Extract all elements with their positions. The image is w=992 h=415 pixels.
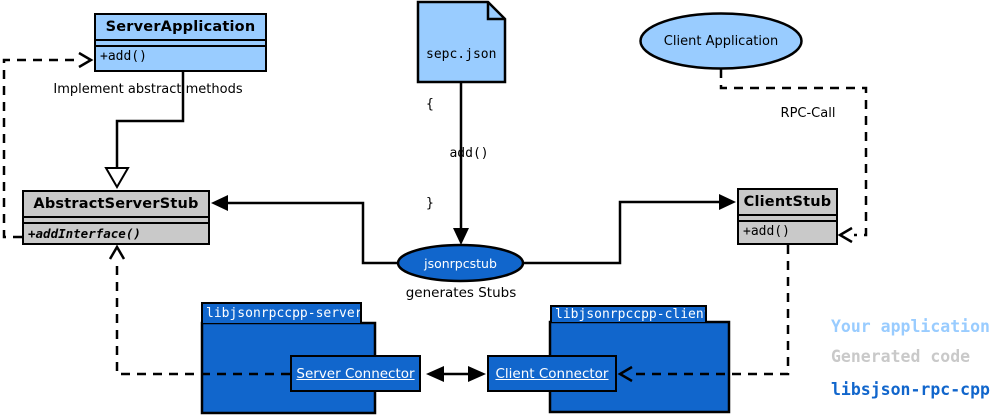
client-application-ellipse bbox=[639, 12, 803, 70]
spec-note-shape bbox=[416, 0, 507, 84]
legend-generated-code: Generated code bbox=[831, 347, 971, 366]
triangle-arrowhead-to-abstract-stub bbox=[104, 167, 130, 189]
jsonrpcstub-ellipse bbox=[396, 243, 525, 283]
client-package-tab: libjsonrpccpp-client bbox=[550, 305, 707, 322]
inheritance-line bbox=[115, 72, 185, 168]
server-connector-label: Server Connector bbox=[296, 365, 415, 382]
rpc-call-dashed-line bbox=[719, 69, 868, 237]
abstract-server-stub-attr-section bbox=[24, 218, 208, 224]
implement-abstract-methods-label: Implement abstract methods bbox=[53, 82, 243, 97]
open-arrowhead-to-server-application bbox=[78, 51, 94, 69]
spec-note-line: } bbox=[426, 195, 434, 211]
spec-note-line: sepc.json bbox=[426, 47, 497, 62]
server-package-tab: libjsonrpccpp-server bbox=[201, 302, 362, 323]
spec-note-text: sepc.json { add() } bbox=[426, 14, 496, 245]
generates-server-stub-line bbox=[228, 201, 400, 265]
filled-arrowhead-to-jsonrpcstub bbox=[453, 228, 469, 245]
server-application-title: ServerApplication bbox=[96, 15, 265, 41]
client-connector-box: Client Connector bbox=[487, 355, 617, 392]
open-arrowhead-to-client-connector bbox=[617, 365, 633, 383]
filled-arrowhead-left bbox=[426, 366, 444, 382]
filled-arrowhead-right bbox=[468, 366, 486, 382]
spec-note-line: { bbox=[426, 96, 434, 112]
rpc-call-label: RPC-Call bbox=[780, 106, 836, 121]
dashed-implement-line bbox=[2, 58, 80, 239]
filled-arrowhead-to-abstract-stub bbox=[211, 195, 228, 211]
abstract-server-stub-method: +addInterface() bbox=[28, 225, 141, 241]
generates-client-stub-line bbox=[522, 200, 719, 265]
legend-your-application: Your application bbox=[831, 317, 990, 336]
server-connector-box: Server Connector bbox=[290, 355, 421, 392]
client-connector-label: Client Connector bbox=[495, 365, 609, 382]
clientstub-to-connector-dashed bbox=[634, 245, 790, 376]
server-application-attr-section bbox=[96, 41, 265, 47]
client-stub-class: ClientStub +add() bbox=[737, 188, 838, 245]
abstract-server-stub-class: AbstractServerStub +addInterface() bbox=[22, 190, 210, 245]
open-arrowhead-to-client-stub-add bbox=[837, 226, 853, 244]
generates-stubs-label: generates Stubs bbox=[405, 285, 517, 301]
client-stub-method: +add() bbox=[743, 223, 790, 239]
server-application-method: +add() bbox=[100, 48, 147, 64]
filled-arrowhead-to-client-stub bbox=[719, 194, 736, 210]
legend-libjson-rpc-cpp: libsjson-rpc-cpp bbox=[831, 380, 990, 399]
jsonrpcstub-label: jsonrpcstub bbox=[424, 255, 497, 271]
client-stub-title: ClientStub bbox=[739, 190, 836, 216]
client-application-label: Client Application bbox=[663, 33, 779, 49]
client-stub-attr-section bbox=[739, 216, 836, 222]
spec-note-line: add() bbox=[426, 146, 489, 161]
open-arrowhead-to-abstract-stub-bottom bbox=[108, 244, 126, 260]
abstract-server-stub-title: AbstractServerStub bbox=[24, 192, 208, 218]
spec-note-fold bbox=[486, 2, 505, 21]
server-application-class: ServerApplication +add() bbox=[94, 13, 267, 72]
